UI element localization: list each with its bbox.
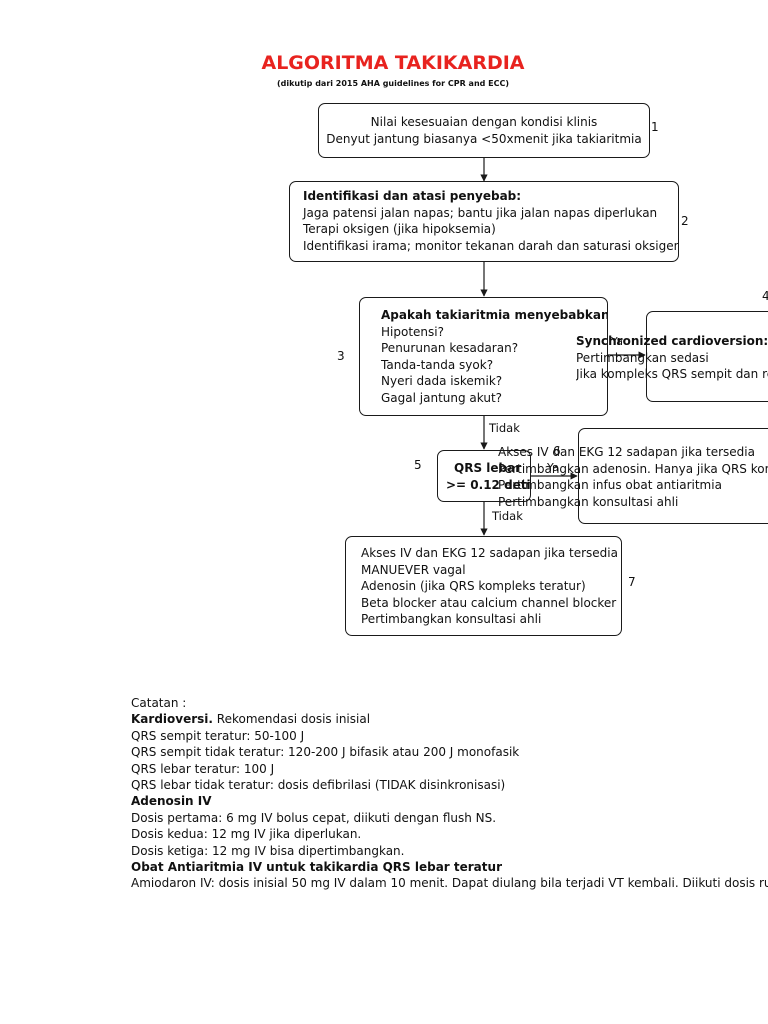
step-2-line: Terapi oksigen (jika hipoksemia) [303, 222, 496, 236]
notes-line: Dosis ketiga: 12 mg IV bisa dipertimbang… [131, 843, 405, 858]
tidak-label: Tidak [492, 509, 523, 523]
notes-subheading: Obat Antiaritmia IV untuk takikardia QRS… [131, 860, 502, 875]
step-1-box: Nilai kesesuaian dengan kondisi klinis D… [318, 103, 650, 158]
notes-line: Dosis pertama: 6 mg IV bolus cepat, diik… [131, 810, 497, 825]
step-2-heading: Identifikasi dan atasi penyebab: [303, 189, 522, 203]
step-4-ya-label: Ya [611, 335, 623, 348]
step-1-number: 1 [651, 120, 659, 134]
page-title: ALGORITMA TAKIKARDIA [261, 52, 525, 74]
step-2-line: Identifikasi irama; monitor tekanan dara… [303, 238, 679, 253]
step-2-number: 2 [681, 214, 689, 228]
step-2-box: Identifikasi dan atasi penyebab: Jaga pa… [289, 181, 679, 262]
step-7-line: Pertimbangkan konsultasi ahli [361, 612, 542, 626]
step-7-line: Akses IV dan EKG 12 sadapan jika tersedi… [361, 546, 618, 560]
step-4-number: 4 [762, 289, 768, 303]
step-1-line: Denyut jantung biasanya <50xmenit jika t… [326, 131, 642, 146]
step-7-number: 7 [628, 575, 636, 589]
step-1-line: Nilai kesesuaian dengan kondisi klinis [370, 115, 598, 129]
step-6-content: Akses IV dan EKG 12 sadapan jika tersedi… [498, 444, 768, 510]
step-7-line: Beta blocker atau calcium channel blocke… [361, 595, 617, 610]
step-3-line: Tanda-tanda syok? [381, 357, 494, 372]
step-4-line: Pertimbangkan sedasi [576, 350, 709, 365]
step-4-box [646, 311, 768, 402]
tidak-label: Tidak [489, 421, 520, 435]
step-3-line: Nyeri dada iskemik? [381, 374, 503, 388]
notes-line: QRS lebar tidak teratur: dosis defibrila… [131, 778, 506, 793]
step-6-box [578, 428, 768, 524]
step-7-box: Akses IV dan EKG 12 sadapan jika tersedi… [345, 536, 622, 636]
step-3-line: Gagal jantung akut? [381, 390, 503, 405]
notes-line: Kardioversi. Rekomendasi dosis inisial [131, 711, 768, 727]
step-5-box: QRS lebar >= 0.12 detik? [437, 450, 531, 502]
step-5-line: QRS lebar [454, 461, 522, 475]
step-2-line: Jaga patensi jalan napas; bantu jika jal… [303, 205, 658, 220]
step-5-number: 5 [414, 458, 422, 472]
notes-line: Dosis kedua: 12 mg IV jika diperlukan. [131, 827, 362, 842]
notes-subheading: Adenosin IV [131, 794, 212, 809]
step-3-box: Apakah takiaritmia menyebabkan: Hipotens… [359, 297, 608, 416]
step-6-line: Pertimbangkan infus obat antiaritmia [498, 478, 722, 492]
notes-heading: Catatan : [131, 696, 187, 710]
step-3-heading: Apakah takiaritmia menyebabkan: [381, 308, 608, 322]
step-6-line: Akses IV dan EKG 12 sadapan jika tersedi… [498, 445, 755, 459]
step-3-number: 3 [337, 349, 345, 363]
notes-line-rest: Rekomendasi dosis inisial [212, 712, 371, 727]
notes-bold-term: Kardioversi. [131, 712, 213, 727]
step-5-line: >= 0.12 detik? [446, 477, 531, 492]
notes-line: QRS sempit tidak teratur: 120-200 J bifa… [131, 745, 520, 760]
notes-section: Catatan : Kardioversi. Rekomendasi dosis… [131, 695, 768, 892]
step-6-number: 6 [553, 444, 561, 458]
step6-line: Pertimbangkan adenosin. Hanya jika QRS k… [498, 461, 768, 476]
step-3-line: Hipotensi? [381, 324, 444, 339]
notes-line: QRS lebar teratur: 100 J [131, 761, 275, 776]
step-5-ya-label: Ya [547, 461, 559, 474]
notes-line: Amiodaron IV: dosis inisial 50 mg IV dal… [131, 876, 768, 891]
step-4-heading: Synchronized cardioversion: [576, 334, 768, 348]
step-7-line: MANUEVER vagal [361, 562, 466, 577]
notes-line: QRS sempit teratur: 50-100 J [131, 728, 305, 743]
step-7-line: Adenosin (jika QRS kompleks teratur) [361, 579, 586, 593]
step-3-line: Penurunan kesadaran? [381, 341, 519, 355]
page-subtitle: (dikutip dari 2015 AHA guidelines for CP… [276, 79, 510, 88]
step-4-line: Jika kompleks QRS sempit dan reguler, pe… [576, 367, 768, 381]
step-4-content: Synchronized cardioversion: Pertimbangka… [576, 333, 768, 383]
step-6-line: Pertimbangkan konsultasi ahli [498, 494, 679, 509]
